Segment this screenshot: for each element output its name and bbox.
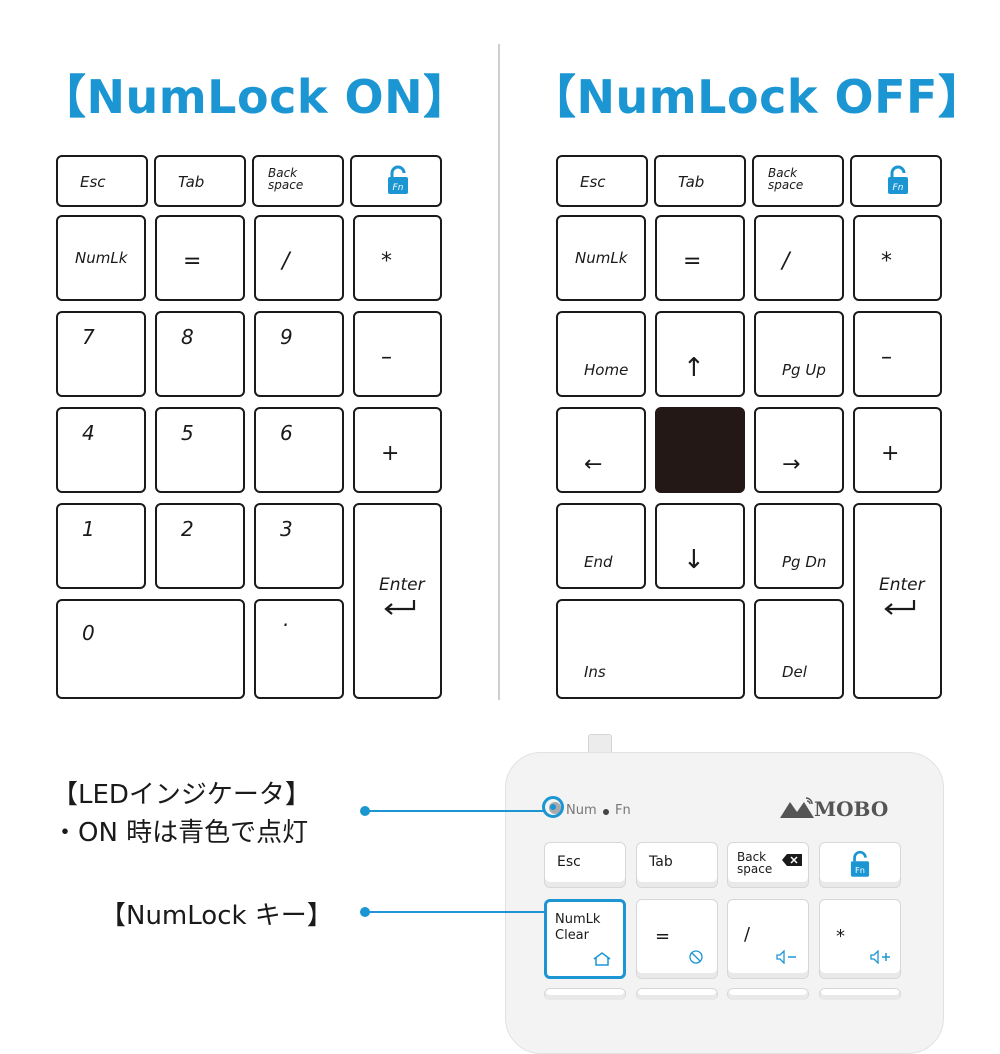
- key-star[interactable]: *: [353, 215, 442, 301]
- key-del[interactable]: Del: [754, 599, 844, 699]
- device-key-row4-2[interactable]: [636, 988, 718, 1000]
- mute-icon: [689, 950, 703, 964]
- device-key-row4-4[interactable]: [819, 988, 901, 1000]
- device-key-slash[interactable]: /: [727, 899, 809, 979]
- key-esc[interactable]: Esc: [556, 155, 648, 207]
- numlock-key-label: 【NumLock キー】: [100, 901, 333, 931]
- lock-fn-icon: Fn: [850, 850, 870, 877]
- key-home[interactable]: Home: [556, 311, 646, 397]
- key-6[interactable]: 6: [254, 407, 344, 493]
- device-key-star[interactable]: *: [819, 899, 901, 979]
- indicator-num-label: Num: [566, 803, 597, 818]
- volume-up-icon: [870, 950, 890, 964]
- lock-fn-icon: Fn: [388, 165, 408, 194]
- key-slash[interactable]: /: [754, 215, 844, 301]
- key-minus[interactable]: –: [853, 311, 942, 397]
- key-fn-lock[interactable]: Fn: [350, 155, 442, 207]
- key-plus[interactable]: +: [853, 407, 942, 493]
- key-numlk[interactable]: NumLk: [556, 215, 646, 301]
- key-2[interactable]: 2: [155, 503, 245, 589]
- key-down[interactable]: ↓: [655, 503, 745, 589]
- indicator-fn-led: [603, 809, 609, 815]
- led-leader-line: [365, 810, 545, 812]
- device-key-esc[interactable]: Esc: [544, 842, 626, 888]
- svg-text:Fn: Fn: [393, 183, 404, 193]
- key-minus[interactable]: –: [353, 311, 442, 397]
- key-equals[interactable]: =: [155, 215, 245, 301]
- enter-arrow-icon: [384, 600, 416, 615]
- home-icon: [593, 952, 611, 966]
- enter-arrow-icon: [884, 600, 916, 615]
- numlock-on-title: 【NumLock ON】: [40, 70, 470, 124]
- led-highlight-center: [550, 804, 556, 810]
- key-pgup[interactable]: Pg Up: [754, 311, 844, 397]
- key-slash[interactable]: /: [254, 215, 344, 301]
- key-numlk[interactable]: NumLk: [56, 215, 146, 301]
- mobo-logo-icon: [780, 797, 814, 818]
- key-fn-lock[interactable]: Fn: [850, 155, 942, 207]
- key-end[interactable]: End: [556, 503, 646, 589]
- key-enter[interactable]: Enter: [853, 503, 942, 699]
- key-1[interactable]: 1: [56, 503, 146, 589]
- key-tab[interactable]: Tab: [154, 155, 246, 207]
- key-plus[interactable]: +: [353, 407, 442, 493]
- device-key-equals[interactable]: =: [636, 899, 718, 979]
- device-key-numlk-clear[interactable]: NumLk Clear: [544, 899, 626, 979]
- key-up[interactable]: ↑: [655, 311, 745, 397]
- key-5[interactable]: 5: [155, 407, 245, 493]
- key-7[interactable]: 7: [56, 311, 146, 397]
- divider: [498, 44, 500, 700]
- backspace-x-icon: [782, 854, 802, 866]
- key-right[interactable]: →: [754, 407, 844, 493]
- device-key-tab[interactable]: Tab: [636, 842, 718, 888]
- indicator-fn-label: Fn: [615, 803, 631, 818]
- key-dot[interactable]: ·: [254, 599, 344, 699]
- key-enter[interactable]: Enter: [353, 503, 442, 699]
- led-highlight-ring: [542, 796, 564, 818]
- key-tab[interactable]: Tab: [654, 155, 746, 207]
- numlock-leader-line: [365, 911, 544, 913]
- key-left[interactable]: ←: [556, 407, 646, 493]
- device-key-row4-1[interactable]: [544, 988, 626, 1000]
- key-9[interactable]: 9: [254, 311, 344, 397]
- key-ins[interactable]: Ins: [556, 599, 745, 699]
- svg-text:Fn: Fn: [893, 183, 904, 193]
- svg-text:Fn: Fn: [855, 865, 865, 875]
- key-esc[interactable]: Esc: [56, 155, 148, 207]
- device-key-backspace[interactable]: Back space: [727, 842, 809, 888]
- key-0[interactable]: 0: [56, 599, 245, 699]
- led-indicator-desc: ・ON 時は青色で点灯: [52, 818, 309, 848]
- key-8[interactable]: 8: [155, 311, 245, 397]
- lock-fn-icon: Fn: [888, 165, 908, 194]
- key-blank-5[interactable]: [655, 407, 745, 493]
- key-backspace[interactable]: Back space: [752, 155, 844, 207]
- led-indicator-label: 【LEDインジケータ】: [52, 780, 311, 810]
- device-brand: MOBO: [814, 797, 889, 821]
- device-key-row4-3[interactable]: [727, 988, 809, 1000]
- key-3[interactable]: 3: [254, 503, 344, 589]
- device-key-fn-lock[interactable]: Fn: [819, 842, 901, 888]
- volume-down-icon: [776, 950, 796, 964]
- key-backspace[interactable]: Back space: [252, 155, 344, 207]
- key-4[interactable]: 4: [56, 407, 146, 493]
- numlock-off-title: 【NumLock OFF】: [530, 70, 985, 124]
- key-star[interactable]: *: [853, 215, 942, 301]
- key-equals[interactable]: =: [655, 215, 745, 301]
- key-pgdn[interactable]: Pg Dn: [754, 503, 844, 589]
